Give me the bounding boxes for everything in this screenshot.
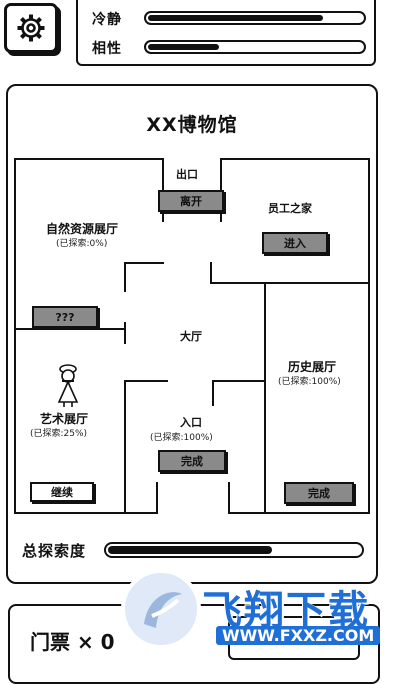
entrance-button[interactable]: 完成 [158,450,226,472]
wall [228,482,230,514]
wall [124,262,126,292]
ticket-action-button[interactable] [228,616,360,660]
hall-label: 大厅 [180,330,202,343]
wall [14,512,156,514]
stats-panel: 冷静 相性 [76,0,376,66]
ticket-panel: 门票 × 0 [8,604,380,684]
stat-label-affinity: 相性 [92,41,122,57]
room-progress-nature: (已探索:0%) [56,239,108,249]
gear-icon [17,14,45,42]
entrance-label: 入口 [180,416,202,429]
ticket-count: 门票 × 0 [30,630,115,654]
entrance-progress: (已探索:100%) [150,433,213,443]
wall [14,158,162,160]
stat-bar-affinity-fill [148,44,219,50]
room-name-history: 历史展厅 [288,360,337,374]
room-progress-history: (已探索:100%) [278,377,341,387]
wall [210,262,212,284]
history-room-button[interactable]: 完成 [284,482,354,504]
museum-title: XX博物馆 [146,114,238,136]
wall [212,380,214,406]
wall [124,322,126,344]
staff-room-enter-button[interactable]: 进入 [262,232,328,254]
stat-label-calm: 冷静 [92,12,122,28]
exit-label: 出口 [176,168,198,181]
stat-bar-calm [144,11,366,25]
wall [212,380,266,382]
wall [14,328,124,330]
art-room-continue-button[interactable]: 继续 [30,482,94,502]
stat-bar-calm-fill [148,15,324,21]
wall [264,282,266,514]
wall [220,158,370,160]
wall [124,380,168,382]
wall [14,158,16,514]
room-name-art: 艺术展厅 [40,412,89,426]
total-exploration-bar [104,542,364,558]
nature-room-button[interactable]: ??? [32,306,98,328]
room-name-staff: 员工之家 [268,202,312,215]
wall [228,512,370,514]
wall [210,282,370,284]
room-progress-art: (已探索:25%) [30,429,88,439]
stat-bar-affinity [144,40,366,54]
museum-card: XX博物馆 出口 离开 自然资源展厅 (已探索:0%) [6,84,378,584]
settings-button[interactable] [4,3,58,53]
wall [124,380,126,514]
wall [124,404,126,410]
room-name-nature: 自然资源展厅 [46,222,119,236]
leave-button[interactable]: 离开 [158,190,224,212]
wall [368,158,370,514]
total-exploration-bar-fill [108,546,272,554]
wall [156,482,158,514]
total-exploration-label: 总探索度 [22,542,87,560]
wall [124,262,164,264]
